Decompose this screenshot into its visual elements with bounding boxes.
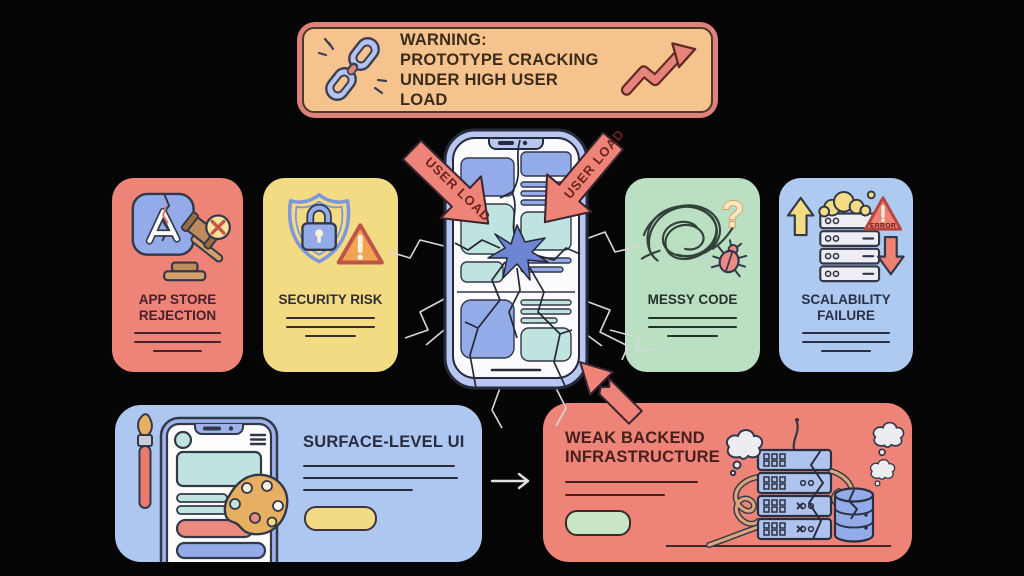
overloaded-server-arrows-icon: ERROR bbox=[787, 190, 905, 283]
user-load-label-right: USER LOAD bbox=[561, 126, 627, 201]
decorative-lines bbox=[285, 316, 376, 337]
broken-smoking-servers-icon bbox=[666, 418, 905, 548]
warning-text: WARNING: PROTOTYPE CRACKING UNDER HIGH U… bbox=[400, 30, 609, 110]
warning-line-3: UNDER HIGH USER LOAD bbox=[400, 71, 558, 109]
user-load-arrow-right: USER LOAD bbox=[543, 126, 627, 224]
error-label: ERROR bbox=[870, 223, 896, 230]
user-load-arrow-left: USER LOAD bbox=[401, 139, 494, 225]
phone-screen bbox=[452, 137, 580, 379]
user-load-label-left: USER LOAD bbox=[422, 154, 494, 224]
broken-app-store-gavel-icon bbox=[131, 192, 231, 282]
bottom-card-title: SURFACE-LEVEL UI bbox=[303, 433, 465, 451]
card-title: SCALABILITY FAILURE bbox=[801, 292, 891, 323]
outer-crack-lines bbox=[389, 231, 661, 429]
warning-banner-inner: WARNING: PROTOTYPE CRACKING UNDER HIGH U… bbox=[302, 27, 713, 113]
tangled-scribble-bug-icon: ? bbox=[640, 192, 748, 278]
card-weak-backend-infrastructure: WEAK BACKEND INFRASTRUCTURE bbox=[543, 403, 912, 562]
impact-star bbox=[487, 224, 549, 281]
green-pill-button bbox=[565, 510, 631, 536]
yellow-pill-button bbox=[304, 506, 377, 531]
broken-chain-icon bbox=[317, 37, 388, 101]
phone-ui-blocks bbox=[460, 151, 572, 362]
warning-banner: WARNING: PROTOTYPE CRACKING UNDER HIGH U… bbox=[297, 22, 718, 118]
crack-lines bbox=[454, 139, 581, 389]
card-app-store-rejection: APP STORE REJECTION bbox=[112, 178, 243, 372]
card-title: SECURITY RISK bbox=[278, 292, 383, 307]
flow-arrow-right bbox=[490, 472, 530, 490]
bottom-card-title: WEAK BACKEND INFRASTRUCTURE bbox=[565, 429, 720, 466]
card-title: APP STORE REJECTION bbox=[138, 292, 217, 323]
decorative-line bbox=[303, 477, 458, 479]
question-mark-glyph: ? bbox=[721, 193, 744, 235]
rising-trend-arrow-icon bbox=[620, 42, 697, 96]
warning-line-2: PROTOTYPE CRACKING bbox=[400, 51, 599, 69]
warning-line-1: WARNING: bbox=[400, 31, 487, 49]
card-scalability-failure: ERROR SCALABILITY FAILURE bbox=[779, 178, 913, 372]
decorative-line bbox=[303, 465, 455, 467]
decorative-lines bbox=[134, 332, 221, 352]
card-surface-level-ui: SURFACE-LEVEL UI bbox=[115, 405, 482, 562]
cracked-phone-illustration bbox=[443, 128, 589, 390]
decorative-line bbox=[565, 494, 665, 496]
card-security-risk: SECURITY RISK bbox=[263, 178, 398, 372]
decorative-line bbox=[303, 489, 413, 491]
decorative-line bbox=[565, 481, 698, 483]
card-messy-code: ? MESSY CODE bbox=[625, 178, 760, 372]
card-title: MESSY CODE bbox=[647, 292, 738, 307]
shield-lock-warning-icon bbox=[287, 193, 384, 265]
decorative-lines bbox=[647, 316, 738, 337]
phone-ui-paintbrush-palette-icon bbox=[137, 413, 289, 562]
decorative-lines bbox=[801, 332, 891, 352]
